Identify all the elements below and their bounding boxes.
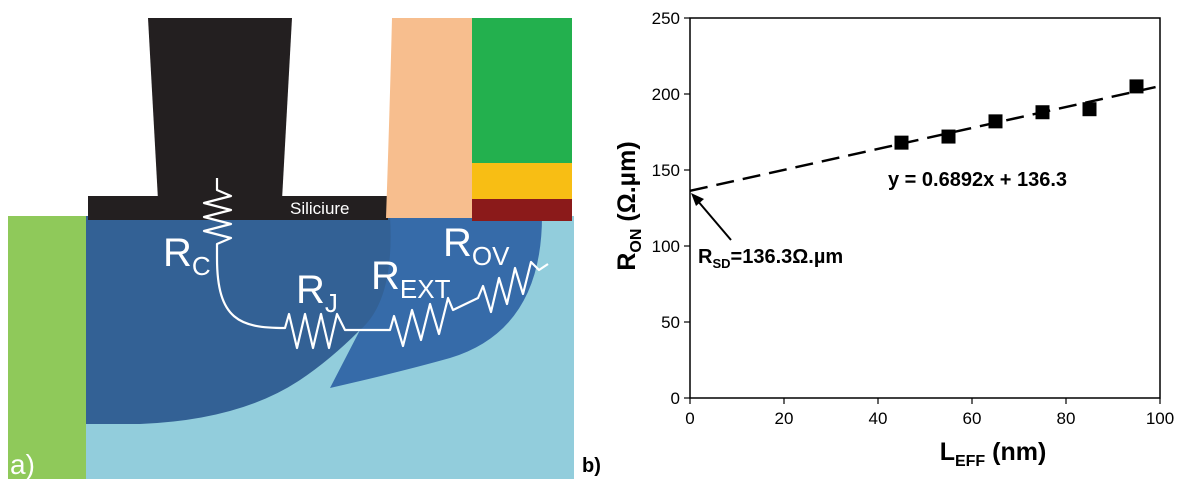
y-tick-label: 100 [652, 237, 680, 256]
panel-a-label: a) [10, 449, 35, 479]
x-tick-label: 20 [775, 409, 794, 428]
x-tick-label: 80 [1057, 409, 1076, 428]
rsd-arrow-shaft [696, 199, 732, 241]
contact-plug [148, 18, 292, 200]
x-axis-label: LEFF (nm) [940, 438, 1047, 470]
silicide-label: Siliciure [290, 199, 350, 218]
y-axis-label: RON (Ω.µm) [613, 141, 645, 270]
x-tick-label: 40 [869, 409, 888, 428]
data-point [1129, 79, 1144, 94]
data-point [1035, 105, 1050, 120]
resistor-network-wire [202, 178, 549, 350]
x-tick-label: 100 [1146, 409, 1174, 428]
chart-axes [684, 17, 1161, 404]
rj-label: RJ [296, 268, 338, 318]
gate-green-layer [472, 18, 572, 163]
rov-label: ROV [443, 221, 510, 271]
rsd-annotation: RSD=136.3Ω.µm [698, 246, 843, 271]
rc-label: RC [163, 231, 211, 281]
device-cross-section-panel: Siliciure RC RJ REXT ROV a) [0, 0, 590, 480]
data-point [941, 129, 956, 144]
y-tick-label: 150 [652, 161, 680, 180]
y-tick-label: 50 [661, 313, 680, 332]
ron-vs-leff-panel: 0 20 40 60 80 100 0 50 100 150 200 250 y = 0.6892x … [580, 0, 1180, 479]
x-tick-label: 0 [685, 409, 694, 428]
data-point [894, 135, 909, 150]
tick-labels: 0 20 40 60 80 100 0 50 100 150 200 250 [652, 9, 1175, 428]
gate-yellow-layer [472, 163, 572, 199]
y-tick-label: 250 [652, 9, 680, 28]
gate-red-layer [472, 199, 572, 221]
data-point [988, 114, 1003, 129]
rsd-arrow-head [691, 193, 704, 206]
spacer [386, 18, 472, 218]
plot-frame [689, 17, 1161, 399]
sti-isolation [8, 216, 86, 479]
ron-vs-leff-chart: 0 20 40 60 80 100 0 50 100 150 200 250 y = 0.6892x … [582, 9, 1175, 477]
rext-label: REXT [371, 254, 451, 304]
fit-equation: y = 0.6892x + 136.3 [888, 169, 1067, 191]
data-point [1082, 102, 1097, 117]
data-points [894, 79, 1144, 150]
device-cross-section: Siliciure RC RJ REXT ROV a) [0, 0, 590, 480]
panel-b-label: b) [582, 455, 601, 477]
y-tick-label: 0 [671, 389, 680, 408]
y-tick-label: 200 [652, 85, 680, 104]
x-tick-label: 60 [963, 409, 982, 428]
